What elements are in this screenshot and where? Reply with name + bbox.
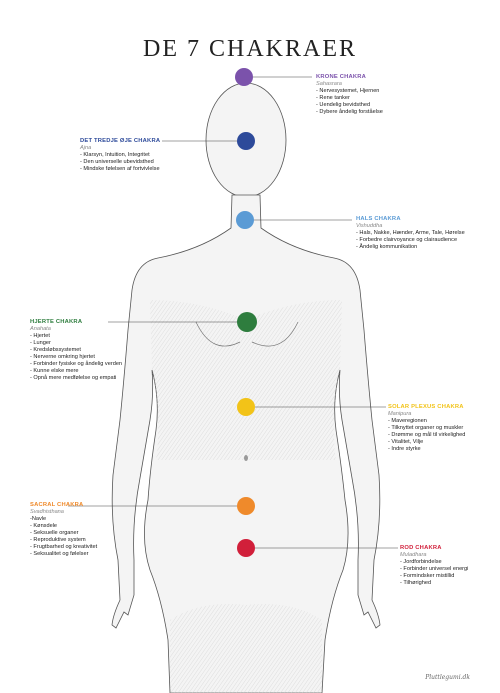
list-item: -Navle bbox=[30, 516, 47, 522]
list-item: - Forbinder universel energi bbox=[400, 566, 469, 572]
sacral-chakra-label: SACRAL CHAKRA Svadhisthana -Navle - Køns… bbox=[30, 502, 97, 558]
crown-chakra-dot bbox=[235, 68, 253, 86]
chakra-name: SOLAR PLEXUS CHAKRA bbox=[388, 404, 464, 410]
list-item: - Klarsyn, Intuition, Integritet bbox=[80, 152, 150, 158]
chakra-name: ROD CHAKRA bbox=[400, 545, 442, 551]
heart-chakra-label: HJERTE CHAKRA Anahata - Hjertet - Lunger… bbox=[30, 319, 122, 382]
solar-plexus-chakra-label: SOLAR PLEXUS CHAKRA Manipura - Maveregio… bbox=[388, 404, 465, 453]
list-item: - Dybere åndelig forståelse bbox=[316, 109, 383, 115]
sacral-chakra-dot bbox=[237, 497, 255, 515]
list-item: - Hals, Nakke, Hænder, Arme, Tale, Hørel… bbox=[356, 230, 465, 236]
list-item: - Tilhørighed bbox=[400, 580, 432, 586]
crown-chakra-label: KRONE CHAKRA Sahasrara - Nervesystemet, … bbox=[316, 74, 383, 116]
list-item: - Kunne elske mere bbox=[30, 368, 79, 374]
chakra-sanskrit: Anahata bbox=[30, 326, 51, 332]
root-chakra-dot bbox=[237, 539, 255, 557]
list-item: - Rene tanker bbox=[316, 95, 350, 101]
chakra-name: KRONE CHAKRA bbox=[316, 74, 367, 80]
list-item: - Nervesystemet, Hjernen bbox=[316, 88, 380, 94]
chakra-name: HALS CHAKRA bbox=[356, 216, 401, 222]
chakra-name: DET TREDJE ØJE CHAKRA bbox=[80, 138, 161, 144]
root-chakra-label: ROD CHAKRA Muladhara - Jordforbindelse -… bbox=[400, 545, 468, 587]
list-item: - Den universelle ubevidsthed bbox=[80, 159, 154, 165]
list-item: - Forbinder fysiske og åndelig verden bbox=[30, 361, 123, 367]
list-item: - Vitalitet, Vilje bbox=[388, 439, 424, 445]
chakra-sanskrit: Svadhisthana bbox=[30, 509, 64, 515]
list-item: - Seksuelle organer bbox=[30, 530, 79, 536]
throat-chakra-label: HALS CHAKRA Vishuddha - Hals, Nakke, Hæn… bbox=[356, 216, 465, 251]
list-item: - Hjertet bbox=[30, 333, 50, 339]
chakra-sanskrit: Vishuddha bbox=[356, 223, 383, 229]
list-item: - Åndelig kommunikation bbox=[356, 244, 418, 250]
chakra-sanskrit: Manipura bbox=[388, 411, 412, 417]
list-item: - Uendelig bevidsthed bbox=[316, 102, 371, 108]
chakra-name: SACRAL CHAKRA bbox=[30, 502, 84, 508]
list-item: - Kønsdele bbox=[30, 523, 58, 529]
leader-lines bbox=[68, 76, 398, 549]
throat-chakra-dot bbox=[236, 211, 254, 229]
heart-chakra-dot bbox=[237, 312, 257, 332]
list-item: - Reproduktive system bbox=[30, 537, 86, 543]
list-item: - Tilknyttet organer og muskler bbox=[388, 425, 464, 431]
list-item: - Lunger bbox=[30, 340, 51, 346]
chakra-sanskrit: Sahasrara bbox=[316, 81, 342, 87]
list-item: - Opnå mere medfølelse og empati bbox=[30, 375, 117, 381]
solar-plexus-chakra-dot bbox=[237, 398, 255, 416]
list-item: - Kredsløbssystemet bbox=[30, 347, 81, 353]
list-item: - Frugtbarhed og kreativitet bbox=[30, 544, 98, 550]
list-item: - Drømme og mål til virkelighed bbox=[388, 432, 466, 438]
chakra-name: HJERTE CHAKRA bbox=[30, 319, 83, 325]
list-item: - Seksualitet og følelser bbox=[30, 551, 89, 557]
artist-signature: Pluttlegumi.dk bbox=[425, 674, 470, 681]
page-title: DE 7 CHAKRAER bbox=[142, 36, 357, 62]
body-silhouette bbox=[111, 82, 381, 693]
list-item: - Jordforbindelse bbox=[400, 559, 442, 565]
list-item: - Indre styrke bbox=[388, 446, 421, 452]
third-eye-chakra-label: DET TREDJE ØJE CHAKRA Ajna - Klarsyn, In… bbox=[80, 138, 160, 173]
list-item: - Maveregionen bbox=[388, 418, 427, 424]
chakra-sanskrit: Ajna bbox=[80, 145, 92, 151]
list-item: - Forbedre clairvoyance og clairaudience bbox=[356, 237, 458, 243]
third-eye-chakra-dot bbox=[237, 132, 255, 150]
list-item: - Formindsker mistillid bbox=[400, 573, 455, 579]
list-item: - Nerverne omkring hjertet bbox=[30, 354, 95, 360]
list-item: - Mindske følelsen af fortvivlelse bbox=[80, 166, 160, 172]
chakra-sanskrit: Muladhara bbox=[400, 552, 427, 558]
